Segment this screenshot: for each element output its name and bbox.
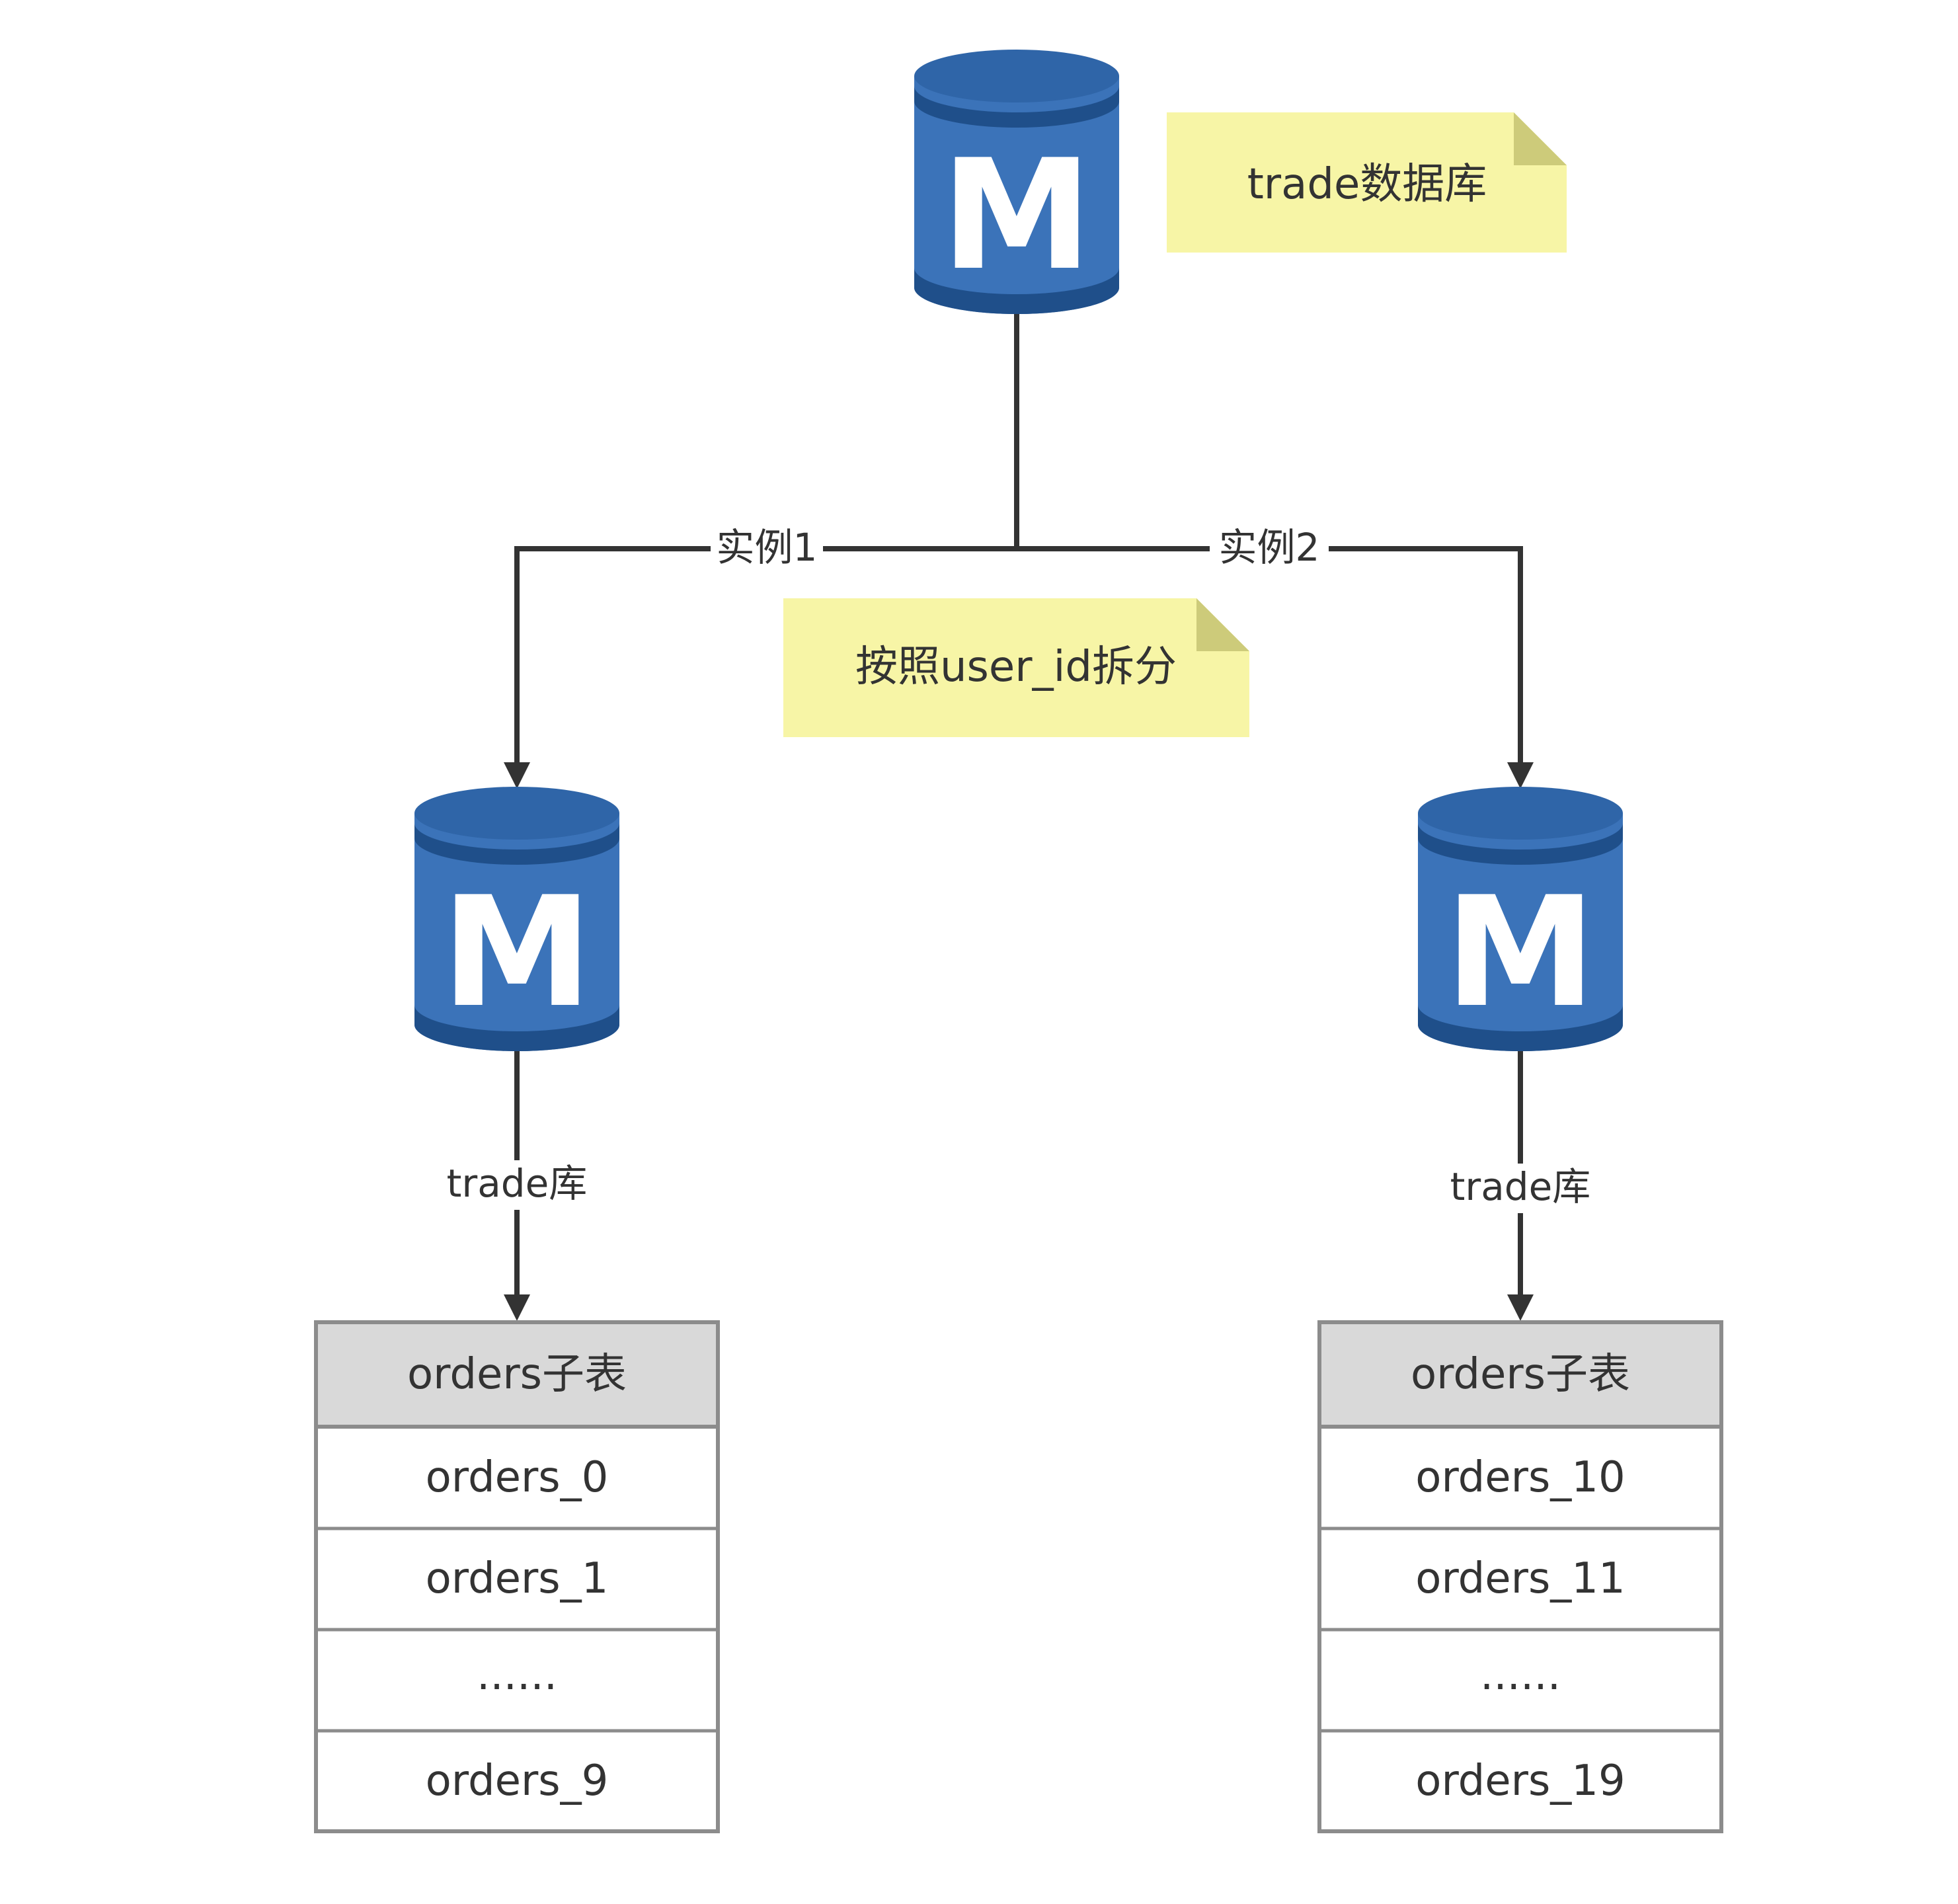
note-trade-database-text: trade数据库 — [1247, 160, 1487, 209]
note-split-by-user-id: 按照user_id拆分 — [783, 598, 1249, 737]
table-row: ...... — [477, 1651, 557, 1700]
table-row: orders_1 — [426, 1554, 609, 1603]
right-table-header — [1317, 1320, 1723, 1429]
table-row: orders_11 — [1415, 1554, 1625, 1603]
note-split-text: 按照user_id拆分 — [855, 643, 1177, 692]
left-database-icon[interactable]: M — [414, 787, 619, 1051]
table-row: orders_19 — [1415, 1757, 1625, 1805]
left-table-header-label: orders子表 — [407, 1350, 627, 1399]
left-orders-table: orders子表 orders_0 orders_1 ...... orders… — [314, 1320, 720, 1833]
edge-label-right-trade: trade库 — [1450, 1164, 1591, 1209]
right-orders-table: orders子表 orders_10 orders_11 ...... orde… — [1317, 1320, 1723, 1833]
table-row: orders_9 — [426, 1757, 609, 1805]
master-database-icon[interactable]: M — [914, 50, 1119, 314]
note-trade-database: trade数据库 — [1167, 112, 1567, 253]
table-row: orders_10 — [1415, 1453, 1625, 1502]
master-db-letter: M — [941, 128, 1093, 304]
table-row: orders_0 — [426, 1453, 609, 1502]
right-database-icon[interactable]: M — [1418, 787, 1623, 1051]
right-db-letter: M — [1445, 865, 1596, 1041]
edge-label-instance2: 实例2 — [1219, 525, 1320, 570]
table-row: ...... — [1480, 1651, 1561, 1700]
right-table-header-label: orders子表 — [1411, 1350, 1630, 1399]
edge-label-instance1: 实例1 — [717, 525, 818, 570]
connectors — [504, 311, 1534, 1321]
edge-label-left-trade: trade库 — [447, 1161, 588, 1206]
left-db-letter: M — [442, 865, 593, 1041]
left-table-header — [314, 1320, 720, 1429]
